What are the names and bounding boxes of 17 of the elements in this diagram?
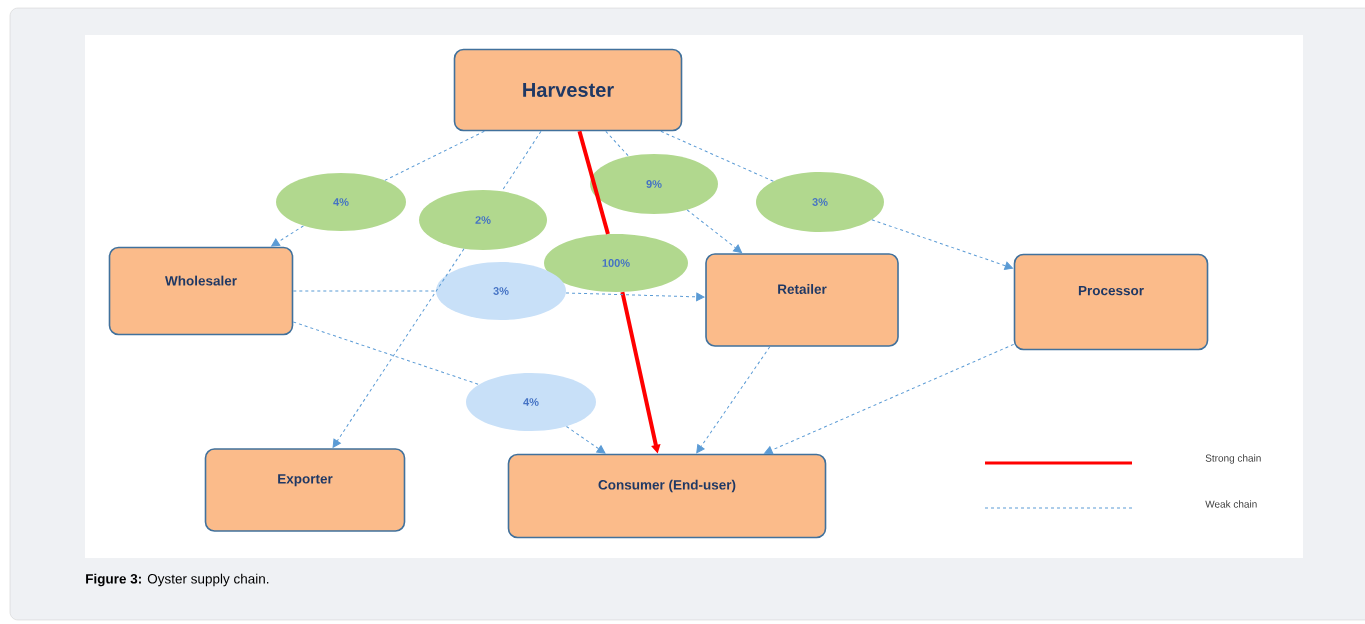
process-box: Consumer (End-user)	[507, 453, 827, 539]
arrow	[871, 219, 1014, 270]
arrow	[696, 346, 771, 454]
process-box: Processor	[1013, 253, 1209, 351]
caption: Figure 3: Oyster supply chain.	[86, 573, 269, 587]
arrow	[764, 343, 1015, 455]
process-box: Exporter	[204, 448, 406, 532]
arrow	[565, 426, 606, 454]
process-box: Wholesaler	[108, 246, 294, 336]
arrow	[565, 292, 705, 302]
process-box: Retailer	[705, 253, 899, 347]
process-box: Harvester	[453, 48, 683, 132]
arrow	[686, 209, 742, 253]
arrow	[332, 248, 465, 448]
legend-label: Strong chain	[1205, 454, 1261, 464]
legend-label: Weak chain	[1205, 500, 1257, 508]
arrow	[271, 225, 304, 247]
